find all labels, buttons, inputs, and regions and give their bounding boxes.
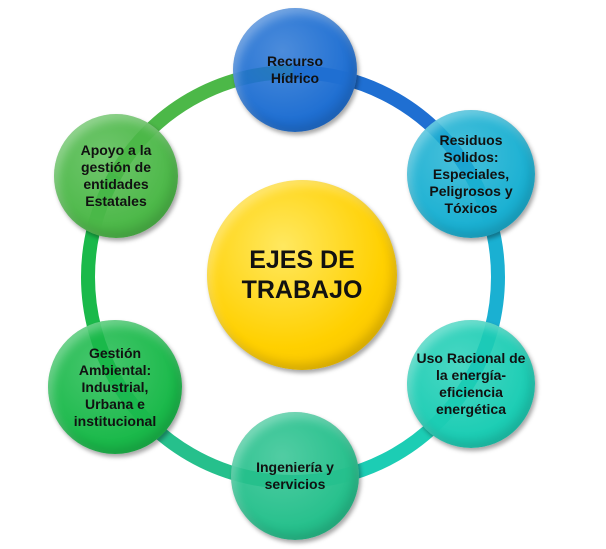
node-apoyo-gestion: Apoyo a la gestión de entidades Estatale…: [54, 114, 178, 238]
node-label: Recurso Hídrico: [266, 53, 324, 86]
node-label: Residuos Solidos: Especiales, Peligrosos…: [429, 131, 513, 216]
node-residuos-solidos: Residuos Solidos: Especiales, Peligrosos…: [407, 110, 535, 238]
node-label: Apoyo a la gestión de entidades Estatale…: [80, 142, 152, 209]
node-uso-racional-energia: Uso Racional de la energía-eficiencia en…: [407, 320, 535, 448]
center-node: EJES DE TRABAJO: [207, 180, 397, 370]
node-label: Ingeniería y servicios: [256, 459, 334, 492]
node-gestion-ambiental: Gestión Ambiental: Industrial, Urbana e …: [48, 320, 182, 454]
node-label: Uso Racional de la energía-eficiencia en…: [416, 350, 526, 417]
node-ingenieria-servicios: Ingeniería y servicios: [231, 412, 359, 540]
center-label: EJES DE TRABAJO: [241, 246, 363, 304]
node-recurso-hidrico: Recurso Hídrico: [233, 8, 357, 132]
node-label: Gestión Ambiental: Industrial, Urbana e …: [73, 344, 157, 429]
